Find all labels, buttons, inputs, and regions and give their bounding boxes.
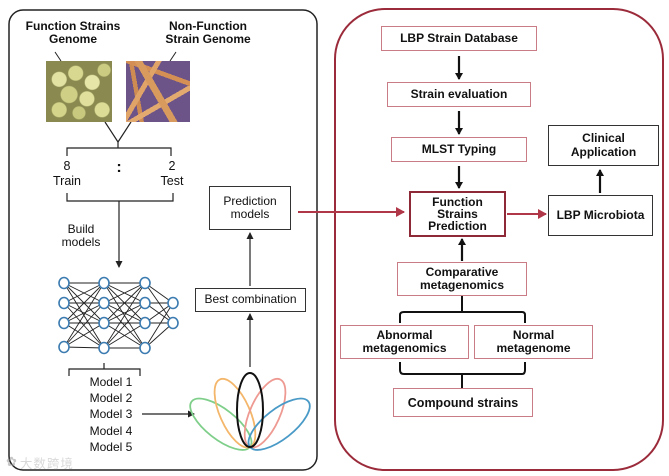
prediction-models-box[interactable]: Prediction models <box>209 186 291 230</box>
merge-line-left <box>104 121 119 143</box>
nn-edge <box>63 282 105 304</box>
ensemble-petal <box>247 397 311 451</box>
model-item[interactable]: Model 2 <box>89 391 133 406</box>
nn-edge <box>103 322 146 349</box>
abnormal-metagenomics-box[interactable]: Abnormal metagenomics <box>340 325 469 359</box>
function-strain-photo <box>46 61 112 122</box>
nn-node <box>139 276 151 290</box>
ensemble-petal <box>213 377 257 449</box>
normal-metagenome-box[interactable]: Normal metagenome <box>474 325 593 359</box>
nonfunction-genome-label: Non-Function Strain Genome <box>165 18 251 46</box>
function-genome-label: Function Strains Genome <box>25 18 121 46</box>
lbp-microbiota-box[interactable]: LBP Microbiota <box>548 195 653 236</box>
nn-edge <box>63 302 105 324</box>
nn-node <box>167 296 179 310</box>
nn-edge <box>103 282 146 304</box>
models-list: Model 1 Model 2 Model 3 Model 4 Model 5 <box>78 374 144 455</box>
nn-node <box>58 276 70 290</box>
lbp-strain-database-box[interactable]: LBP Strain Database <box>381 26 537 51</box>
nn-edge <box>63 282 105 348</box>
nn-node <box>58 316 70 330</box>
nn-edge <box>144 302 174 349</box>
split-bracket-top <box>66 147 172 156</box>
nonfunction-label-line <box>169 51 177 62</box>
merge-line-right <box>117 121 132 143</box>
compound-bracket <box>399 362 526 390</box>
left-panel <box>8 9 318 471</box>
watermark: ✿ 大数跨境 <box>6 454 74 471</box>
nn-node <box>139 316 151 330</box>
train-label: Train <box>52 174 81 188</box>
nn-edge <box>63 322 105 348</box>
nn-node <box>139 341 151 355</box>
neural-network <box>58 276 179 355</box>
nn-node <box>98 276 110 290</box>
mlst-typing-box[interactable]: MLST Typing <box>391 137 527 162</box>
split-bracket-bottom <box>66 193 174 202</box>
model-item[interactable]: Model 4 <box>89 423 133 438</box>
clinical-application-box[interactable]: Clinical Application <box>548 125 659 166</box>
compound-strains-box[interactable]: Compound strains <box>393 388 533 417</box>
model-item[interactable]: Model 3 <box>89 407 133 422</box>
right-panel <box>334 8 664 471</box>
models-bracket <box>68 363 141 376</box>
nn-edge <box>144 322 174 349</box>
nn-edge <box>63 302 105 348</box>
ensemble-petal <box>243 377 287 449</box>
train-ratio: 8 <box>63 158 71 173</box>
strain-evaluation-box[interactable]: Strain evaluation <box>387 82 531 107</box>
nn-edge <box>103 282 146 324</box>
nn-edge <box>103 302 146 349</box>
nn-node <box>58 340 70 354</box>
nn-edge <box>63 282 105 324</box>
comparative-metagenomics-box[interactable]: Comparative metagenomics <box>397 262 527 296</box>
test-ratio: 2 <box>168 158 176 173</box>
nn-edge <box>103 282 146 349</box>
comparative-bracket <box>399 296 526 323</box>
watermark-text: 大数跨境 <box>19 456 74 471</box>
nn-node <box>98 296 110 310</box>
nn-edge <box>103 302 146 324</box>
function-label-line <box>54 51 62 62</box>
nn-node <box>139 296 151 310</box>
nn-node <box>58 296 70 310</box>
nonfunction-strain-photo <box>126 61 190 122</box>
model-item[interactable]: Model 1 <box>89 375 133 389</box>
nn-node <box>98 316 110 330</box>
nn-node <box>167 316 179 330</box>
build-models-label: Build models <box>61 221 101 249</box>
model-item[interactable]: Model 5 <box>89 439 133 454</box>
function-strains-prediction-box[interactable]: Function Strains Prediction <box>409 191 506 237</box>
nn-edge <box>63 346 105 349</box>
test-label: Test <box>160 174 184 188</box>
watermark-logo-icon: ✿ <box>6 454 17 469</box>
best-combination-box[interactable]: Best combination <box>195 288 306 312</box>
ensemble-diagram <box>189 372 311 451</box>
split-separator: : <box>116 159 122 177</box>
ensemble-petal <box>236 372 264 448</box>
nn-node <box>98 341 110 355</box>
